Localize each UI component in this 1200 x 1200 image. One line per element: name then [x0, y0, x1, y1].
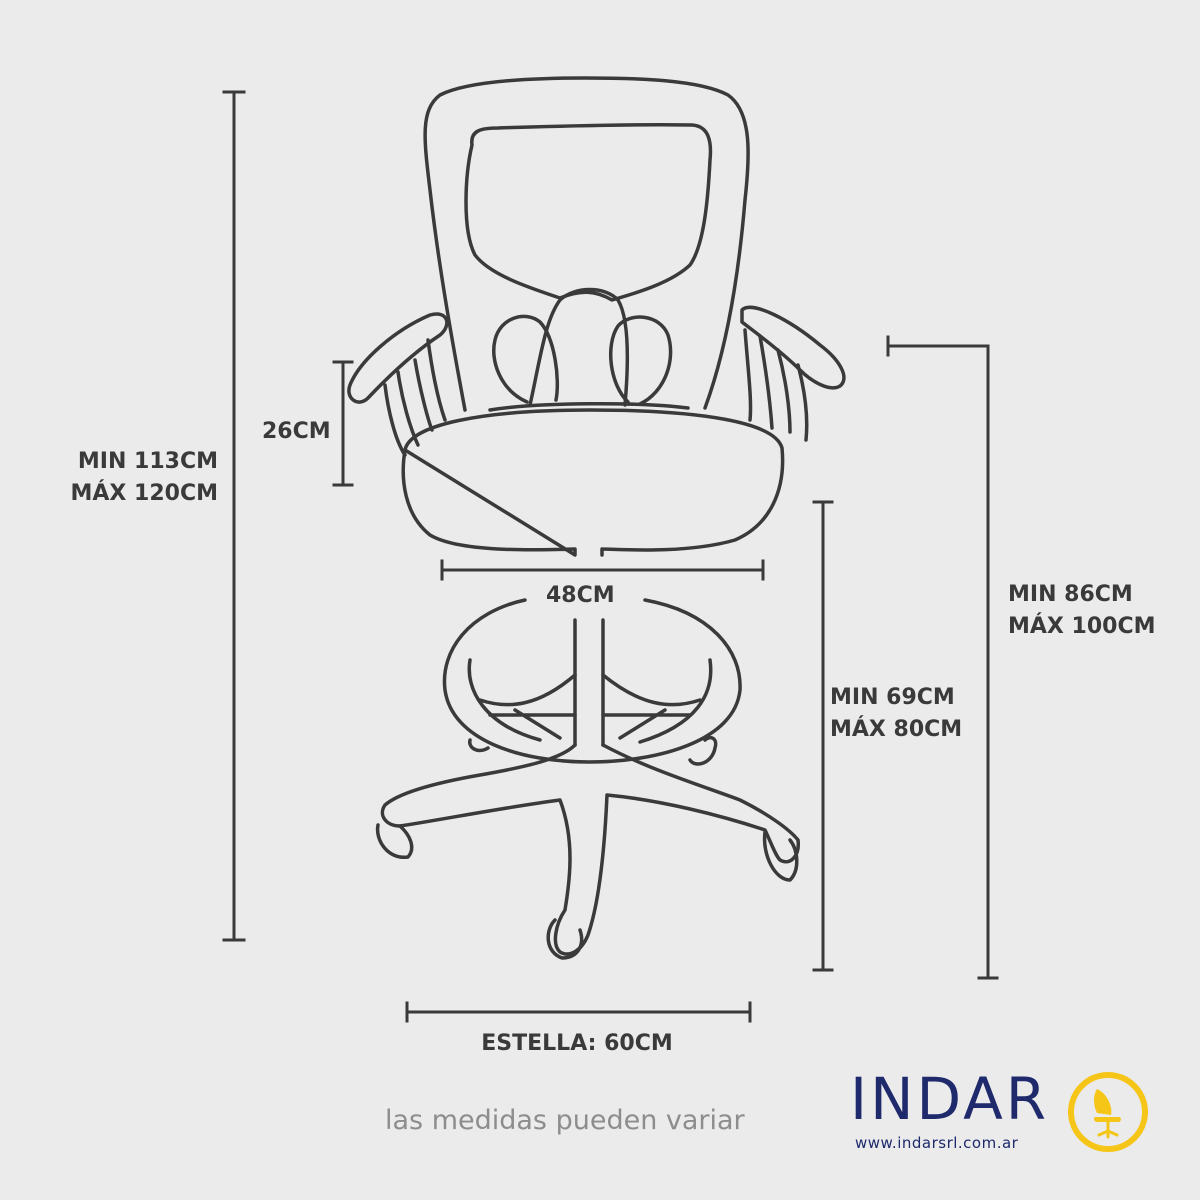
gas-cylinder [573, 618, 605, 747]
foot-ring-inner [467, 658, 713, 744]
lumbar-pad-left [492, 314, 560, 404]
brand-name: INDAR [850, 1065, 1050, 1133]
base-width-label: ESTELLA: 60CM [0, 1028, 1154, 1060]
backrest-inner [464, 122, 713, 302]
backrest-height-value: 26CM [262, 419, 331, 444]
caster-left-back [468, 738, 490, 753]
seat-cushion [401, 408, 785, 557]
armrest-height-label: MIN 86CM MÁX 100CM [1008, 579, 1156, 643]
footrest-height-min: MIN 69CM [830, 685, 955, 710]
seat-width-dimension-line [440, 559, 765, 581]
armrest-height-dimension-line [886, 335, 999, 980]
base-width-value: ESTELLA: 60CM [481, 1031, 673, 1056]
backrest-height-label: 26CM [262, 416, 331, 448]
armrest-left-pad [347, 312, 449, 404]
armrest-height-min: MIN 86CM [1008, 582, 1133, 607]
backrest-height-dimension-line [332, 360, 354, 487]
disclaimer-text: las medidas pueden variar [385, 1105, 745, 1136]
lumbar-support [528, 287, 630, 407]
armrest-right-pad [740, 305, 846, 390]
armrest-right-support [743, 328, 809, 442]
star-base [380, 743, 800, 956]
total-height-max: MÁX 120CM [70, 481, 218, 506]
seat-width-label: 48CM [546, 580, 615, 612]
foot-ring [442, 598, 742, 764]
seat-width-value: 48CM [546, 583, 615, 608]
total-height-min: MIN 113CM [77, 449, 218, 474]
chair-logo-icon [1068, 1072, 1148, 1152]
backrest-outer [423, 76, 750, 412]
armrest-left-support [383, 338, 447, 457]
total-height-label: MIN 113CM MÁX 120CM [70, 446, 218, 510]
brand-url: www.indarsrl.com.ar [855, 1134, 1019, 1152]
caster-front [546, 918, 584, 960]
caster-right-back [688, 735, 718, 766]
footrest-height-max: MÁX 80CM [830, 717, 963, 742]
armrest-height-max: MÁX 100CM [1008, 614, 1156, 639]
caster-front-right [762, 830, 799, 882]
footrest-height-label: MIN 69CM MÁX 80CM [830, 682, 962, 746]
base-width-dimension-line [405, 1001, 752, 1023]
lumbar-pad-right [608, 315, 673, 406]
foot-ring-spokes [478, 673, 702, 740]
backrest-base-line [488, 401, 690, 412]
total-height-dimension-line [222, 90, 246, 942]
caster-front-left [375, 823, 414, 859]
footrest-height-dimension-line [812, 500, 834, 972]
